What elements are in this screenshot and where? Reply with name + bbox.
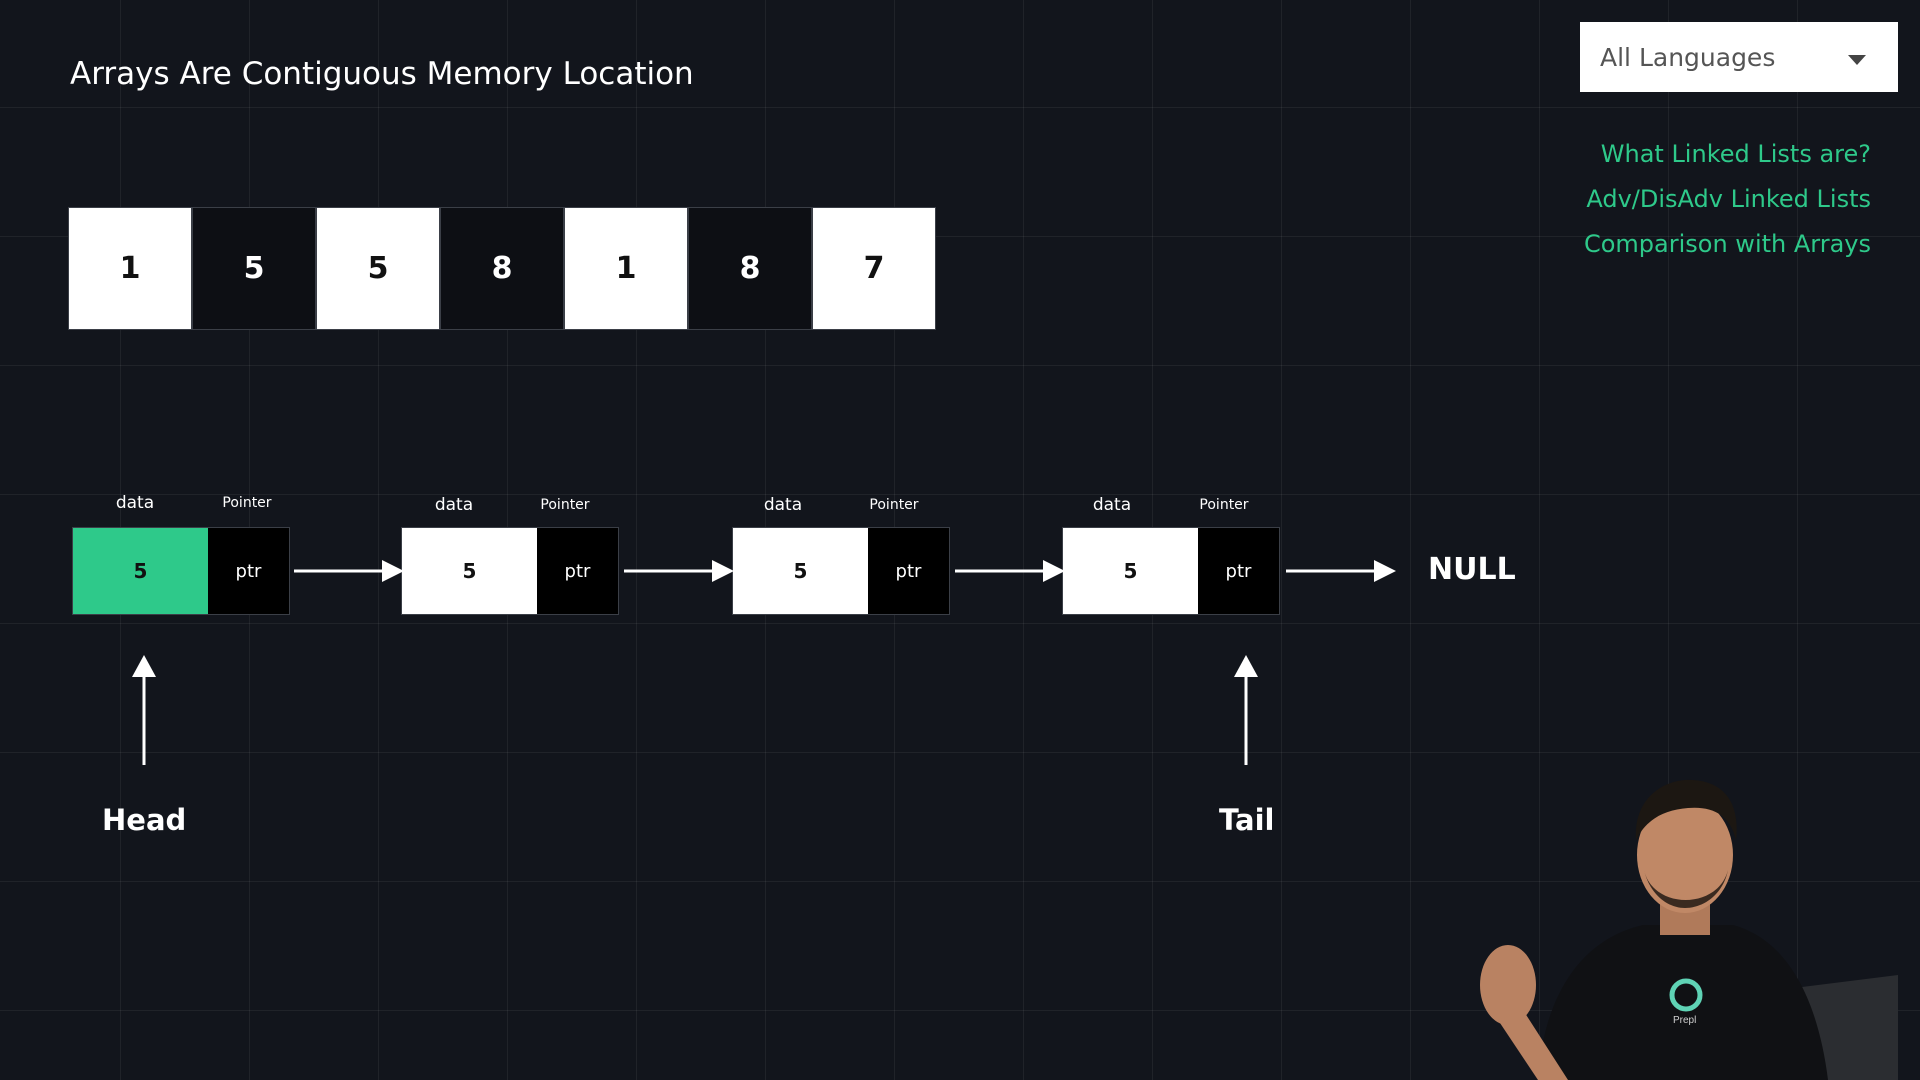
node-ptr: ptr (1198, 528, 1279, 614)
shirt-logo-text: Prepl (1673, 1015, 1696, 1026)
linked-list-node-tail: 5 ptr (1062, 527, 1280, 615)
array-diagram: 1 5 5 8 1 8 7 (68, 207, 936, 330)
tail-arrow-up (1234, 655, 1258, 765)
shirt-shape (1538, 925, 1828, 1080)
head-label: Head (102, 803, 187, 837)
topic-link-comparison[interactable]: Comparison with Arrays (1583, 230, 1871, 258)
node-pointer-label: Pointer (222, 495, 272, 511)
node-data-label: data (1092, 495, 1132, 515)
node-data-label: data (115, 493, 155, 513)
array-cell: 7 (812, 207, 936, 330)
language-select[interactable]: All Languages (1580, 22, 1898, 92)
array-cell: 1 (68, 207, 192, 330)
topic-link-adv-disadv[interactable]: Adv/DisAdv Linked Lists (1586, 185, 1871, 213)
null-label: NULL (1428, 552, 1516, 587)
linked-list-node: 5 ptr (401, 527, 619, 615)
null-arrow (1286, 560, 1396, 582)
node-pointer-label: Pointer (1199, 497, 1249, 513)
node-ptr: ptr (208, 528, 289, 614)
node-data: 5 (733, 528, 868, 614)
node-pointer-label: Pointer (540, 497, 590, 513)
node-data-label: data (434, 495, 474, 515)
array-cell: 5 (192, 207, 316, 330)
slide-title: Arrays Are Contiguous Memory Location (70, 56, 694, 92)
presenter-video: Prepl (1480, 779, 1898, 1080)
next-arrow-1 (294, 560, 404, 582)
topic-link-what-linked-lists[interactable]: What Linked Lists are? (1600, 140, 1871, 168)
node-ptr: ptr (868, 528, 949, 614)
next-arrow-3 (955, 560, 1065, 582)
node-data-label: data (763, 495, 803, 515)
array-cell: 5 (316, 207, 440, 330)
node-data: 5 (402, 528, 537, 614)
node-data: 5 (1063, 528, 1198, 614)
head-arrow-up (132, 655, 156, 765)
node-ptr: ptr (537, 528, 618, 614)
chevron-down-icon (1848, 55, 1866, 65)
array-cell: 1 (564, 207, 688, 330)
node-pointer-label: Pointer (869, 497, 919, 513)
node-data: 5 (73, 528, 208, 614)
topic-list: What Linked Lists are? Adv/DisAdv Linked… (1584, 132, 1871, 267)
array-cell: 8 (688, 207, 812, 330)
tail-label: Tail (1219, 803, 1275, 837)
linked-list-node-head: 5 ptr (72, 527, 290, 615)
linked-list-node: 5 ptr (732, 527, 950, 615)
array-cell: 8 (440, 207, 564, 330)
next-arrow-2 (624, 560, 734, 582)
language-select-value: All Languages (1600, 42, 1776, 72)
